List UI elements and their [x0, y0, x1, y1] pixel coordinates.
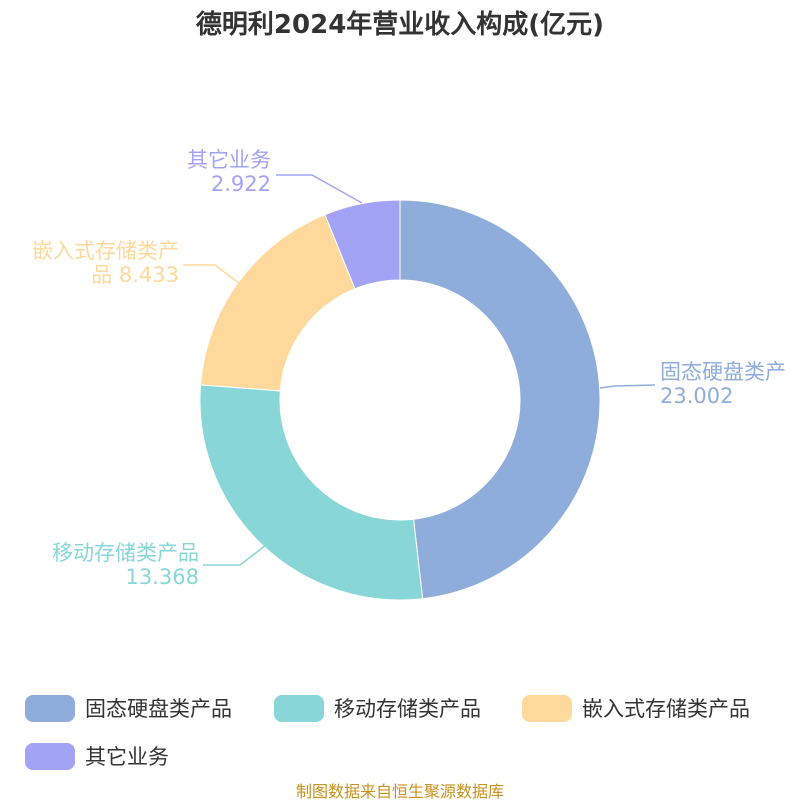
- legend-item-mobile[interactable]: 移动存储类产品: [274, 693, 481, 723]
- legend-swatch: [25, 742, 75, 770]
- legend-swatch: [522, 694, 572, 722]
- slice-label-value: 品 8.433: [91, 263, 179, 287]
- slice-label-value: 2.922: [210, 172, 271, 196]
- donut-slice-solid[interactable]: [399, 199, 601, 600]
- legend-item-solid[interactable]: 固态硬盘类产品: [25, 693, 232, 723]
- slice-label-name: 移动存储类产品: [52, 541, 199, 565]
- legend-swatch: [25, 694, 75, 722]
- slice-label-name: 固态硬盘类产: [660, 360, 786, 384]
- slice-label-name: 其它业务: [187, 148, 271, 172]
- slice-label-embedded: 嵌入式存储类产 品 8.433: [32, 239, 179, 287]
- donut-slice-other[interactable]: [324, 199, 401, 290]
- legend-label: 移动存储类产品: [334, 697, 481, 721]
- donut-slice-embedded[interactable]: [200, 213, 356, 392]
- slice-label-other: 其它业务 2.922: [187, 148, 271, 196]
- donut-slice-mobile[interactable]: [199, 384, 424, 601]
- slice-label-value: 23.002: [660, 384, 734, 408]
- legend-label: 固态硬盘类产品: [85, 697, 232, 721]
- slice-label-mobile: 移动存储类产品 13.368: [52, 541, 199, 589]
- leader-line-solid: [599, 384, 656, 389]
- legend-label: 嵌入式存储类产品: [582, 697, 750, 721]
- slice-label-value: 13.368: [125, 565, 199, 589]
- legend-label: 其它业务: [85, 745, 169, 769]
- leader-line-embedded: [183, 264, 241, 285]
- legend-swatch: [274, 694, 324, 722]
- leader-line-mobile: [203, 541, 271, 566]
- source-footer: 制图数据来自恒生聚源数据库: [295, 782, 504, 801]
- legend-item-other[interactable]: 其它业务: [25, 741, 169, 771]
- chart-title: 德明利2024年营业收入构成(亿元): [195, 10, 605, 40]
- legend-item-embedded[interactable]: 嵌入式存储类产品: [522, 693, 750, 723]
- leader-line-other: [276, 174, 363, 204]
- slice-label-name: 嵌入式存储类产: [32, 239, 179, 263]
- slice-label-solid: 固态硬盘类产 23.002: [660, 360, 786, 408]
